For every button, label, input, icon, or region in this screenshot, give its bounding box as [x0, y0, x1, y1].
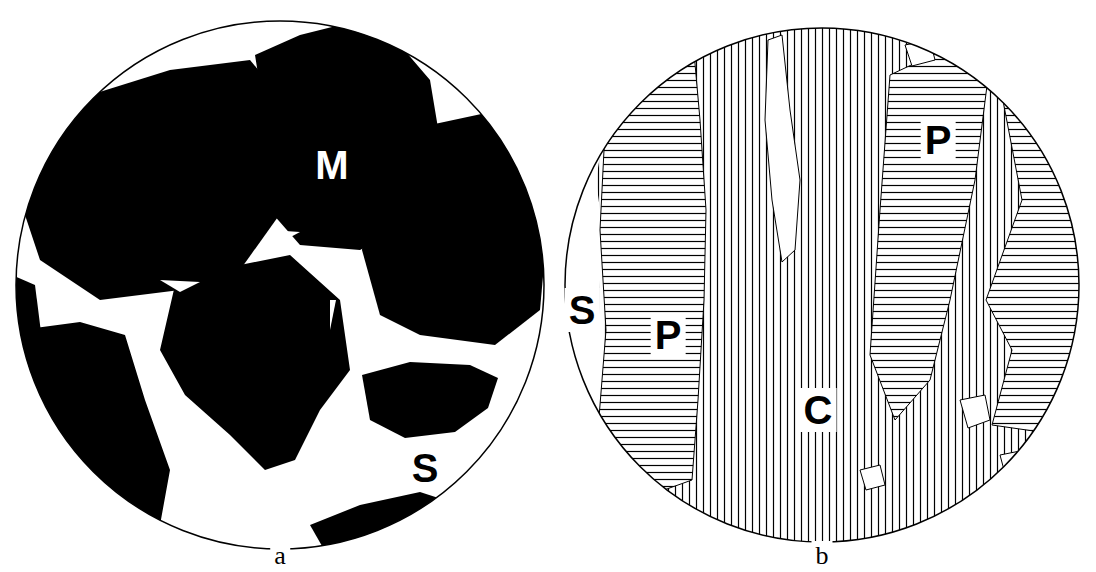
phase-label: P: [651, 313, 686, 357]
panel-caption: a: [270, 541, 290, 571]
panel-caption: b: [812, 541, 833, 571]
phase-label: C: [800, 388, 837, 432]
phase-label: P: [921, 118, 956, 162]
mineral-label: M: [311, 143, 352, 187]
phase-label: S: [408, 446, 443, 490]
phase-label: S: [565, 288, 600, 332]
view-b: [560, 0, 1096, 572]
view-a: [0, 0, 560, 572]
